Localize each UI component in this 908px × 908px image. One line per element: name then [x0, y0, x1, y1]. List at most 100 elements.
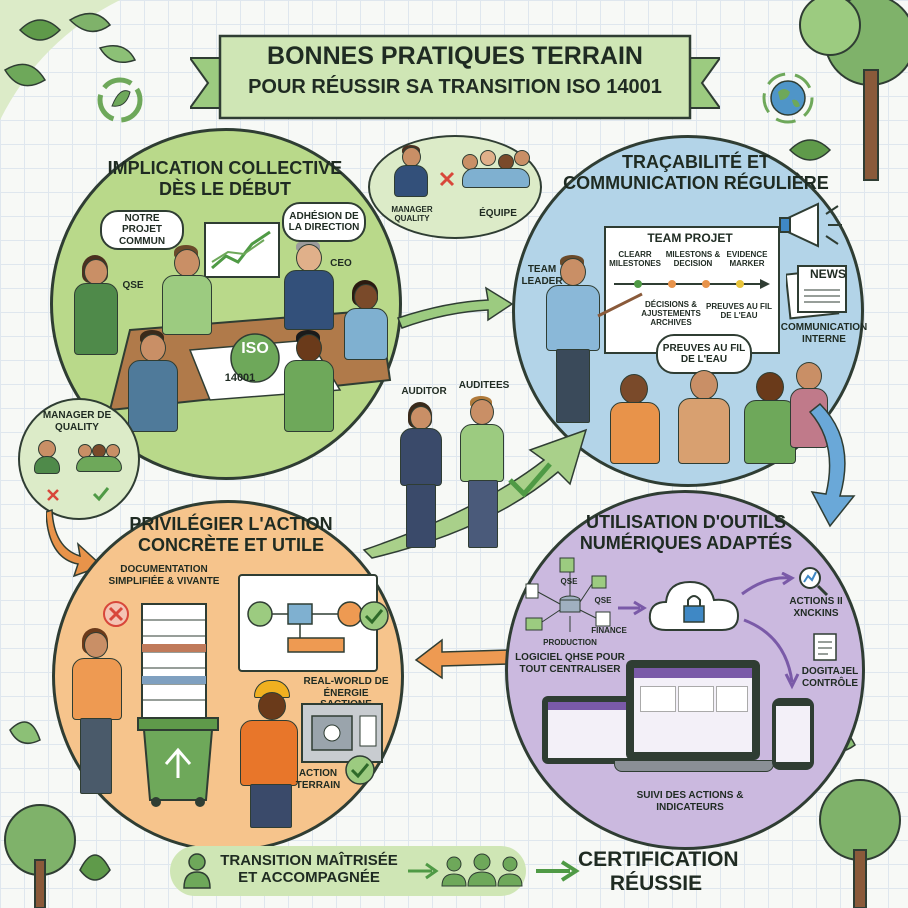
- globe-icon: [762, 72, 814, 124]
- person-icon: [183, 853, 211, 889]
- recycle-bin-icon: [137, 717, 219, 807]
- footer-transition-text: TRANSITION MAÎTRISÉE ET ACCOMPAGNÉE: [220, 852, 398, 887]
- project-board: [604, 226, 780, 354]
- arrow-tracabilite-to-outils: [808, 402, 856, 528]
- comm-interne-label: COMMUNICATION INTERNE: [780, 322, 868, 345]
- machine-panel-icon: [301, 703, 383, 763]
- board-item-2: MILESTONS & DECISION: [665, 250, 721, 269]
- team-leader-figure: [542, 255, 602, 425]
- certification-line2: RÉUSSIE: [609, 872, 703, 896]
- node-qse-2: QSE: [594, 596, 612, 605]
- node-production: PRODUCTION: [543, 638, 597, 647]
- tracabilite-title-line2: COMMUNICATION RÉGULIÈRE: [563, 172, 829, 193]
- digital-control-label: DOGITAJEL CONTRÔLE: [801, 666, 859, 689]
- page-title: BONNES PRATIQUES TERRAIN: [267, 42, 643, 70]
- implication-title-line1: IMPLICATION COLLECTIVE: [107, 158, 343, 178]
- implication-title-line2: DÈS LE DÉBUT: [158, 178, 291, 199]
- arrow-cloud-actions: [741, 572, 795, 596]
- cloud-lock-icon: [648, 580, 740, 631]
- outils-title-line1: UTILISATION D'OUTILS: [586, 512, 786, 532]
- documentation-label: DOCUMENTATION SIMPLIFIÉE & VIVANTE: [108, 564, 220, 587]
- phone-screen: [776, 706, 810, 762]
- laptop-widget-1: [640, 686, 676, 712]
- page-subtitle: POUR RÉUSSIR SA TRANSITION ISO 14001: [248, 76, 662, 98]
- outils-title: UTILISATION D'OUTILS NUMÉRIQUES ADAPTÉS: [546, 512, 826, 553]
- arrow-cloud-digital: [743, 618, 800, 690]
- team-group-icon: [441, 853, 523, 887]
- laptop-widget-2: [678, 686, 714, 712]
- action-title-line1: PRIVILÉGIER L'ACTION: [129, 514, 333, 534]
- suivi-label: SUIVI DES ACTIONS & INDICATEURS: [636, 790, 744, 813]
- arrow-implication-to-tracabilite: [397, 286, 514, 329]
- auditor-figure: [396, 402, 444, 552]
- person-ceo: [280, 240, 336, 330]
- leaf-decoration-top-left: [0, 0, 137, 120]
- manager-quality-label: MANAGER QUALITY: [391, 205, 433, 224]
- laptop-base: [614, 760, 774, 772]
- check-badge-icon: [359, 601, 389, 631]
- team-leader-label: TEAM LEADER: [521, 264, 563, 287]
- person-right: [340, 280, 390, 360]
- check-icon-small: [92, 487, 110, 502]
- footer-certification: CERTIFICATION RÉUSSIE: [578, 848, 739, 896]
- action-terrain-label: ACTION TERRAIN: [295, 768, 341, 791]
- label-ceo: CEO: [330, 258, 352, 269]
- tablet-header-bar: [548, 702, 630, 710]
- implication-title: IMPLICATION COLLECTIVE DÈS LE DÉBUT: [100, 158, 350, 199]
- arrow-to-cloud: [618, 600, 647, 616]
- equipe-label: ÉQUIPE: [479, 208, 517, 219]
- action-title: PRIVILÉGIER L'ACTION CONCRÈTE ET UTILE: [96, 514, 366, 555]
- check-badge-icon-2: [345, 755, 375, 785]
- paper-stack-icon: [141, 603, 207, 725]
- iso-logo-text: ISO: [220, 340, 290, 358]
- cross-icon: [439, 171, 455, 187]
- milestone-timeline: [614, 279, 770, 289]
- equipe-group-icon: [462, 150, 532, 190]
- megaphone-icon: [779, 202, 842, 248]
- tree-decoration-top-right: [788, 0, 908, 181]
- person-qse: [70, 255, 120, 385]
- node-qse-1: QSE: [560, 577, 578, 586]
- tablet-screen: [548, 702, 630, 758]
- iso-logo-line1: ISO: [241, 340, 269, 357]
- manager-figure: [392, 145, 428, 197]
- outils-title-line2: NUMÉRIQUES ADAPTÉS: [579, 532, 793, 553]
- label-qse: QSE: [122, 280, 144, 291]
- cross-icon-small: [47, 489, 59, 501]
- board-item-3: EVIDENCE MARKER: [726, 250, 768, 269]
- laptop-widget-3: [716, 686, 748, 712]
- tracabilite-title: TRAÇABILITÉ ET COMMUNICATION RÉGULIÈRE: [546, 152, 846, 193]
- person-carrying-papers: [66, 628, 126, 798]
- bubble-adhesion: ADHÉSION DE LA DIRECTION: [282, 202, 366, 242]
- auditee-figure: [456, 396, 506, 552]
- bubble-notre-projet: NOTRE PROJET COMMUN: [100, 210, 184, 250]
- footer-arrow-1: [408, 862, 439, 880]
- laptop-header-bar: [634, 668, 752, 678]
- magnifier-chart-icon: [799, 567, 829, 597]
- person-speaker: [158, 245, 214, 335]
- person-front-right: [280, 330, 336, 440]
- growth-chart-board: [204, 222, 280, 278]
- auditor-label: AUDITOR: [401, 386, 447, 397]
- title-banner: [190, 34, 720, 120]
- certification-line1: CERTIFICATION: [578, 848, 739, 871]
- action-title-line2: CONCRÈTE ET UTILE: [137, 534, 324, 555]
- iso-logo-number: 14001: [224, 372, 256, 384]
- bubble-preuves: PREUVES AU FIL DE L'EAU: [656, 334, 752, 374]
- data-flow-diagram: [525, 557, 611, 632]
- leaf-decoration-bottom-left: [4, 721, 111, 908]
- logiciel-label: LOGICIEL QHSE POUR TOUT CENTRALISER: [515, 652, 625, 675]
- recycle-leaf-icon: [97, 77, 143, 123]
- manager-side-people-icon: [34, 440, 128, 474]
- auditees-label: AUDITEES: [458, 380, 510, 391]
- newspaper-icon: [786, 265, 847, 320]
- flowchart-diagram: [247, 601, 363, 653]
- board-item-bottom-1: DÉCISIONS & AJUSTEMENTS ARCHIVES: [641, 300, 701, 328]
- footer-arrow-2: [536, 860, 580, 882]
- footer-transition-pill: [170, 846, 526, 896]
- arrow-outils-to-action: [414, 638, 511, 680]
- news-label: NEWS: [810, 267, 846, 281]
- cross-icon-doc: [103, 601, 129, 627]
- board-title: TEAM PROJET: [647, 231, 733, 245]
- document-icon: [813, 633, 837, 661]
